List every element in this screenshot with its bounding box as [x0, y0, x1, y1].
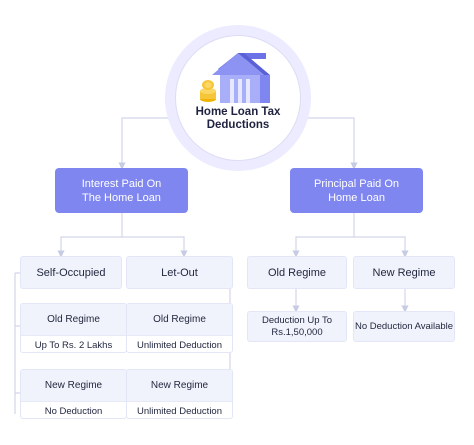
connector-principal-to-new	[354, 236, 409, 258]
regime-value: Up To Rs. 2 Lakhs	[34, 339, 113, 351]
regime-label: New Regime	[21, 370, 126, 402]
regime-label: Old Regime	[21, 304, 126, 336]
connector-root-to-principal	[301, 117, 358, 170]
let-out-node: Let-Out	[126, 256, 233, 289]
principal-old-deduction: Deduction Up To Rs.1,50,000	[247, 311, 347, 342]
self-occupied-node: Self-Occupied	[20, 256, 122, 289]
principal-new-deduction: No Deduction Available	[353, 311, 455, 342]
connector-principal-to-old	[292, 213, 355, 258]
let-out-old-regime: Old Regime Unlimited Deduction	[126, 303, 233, 353]
regime-value: No Deduction	[44, 405, 103, 417]
principal-new-regime-node: New Regime	[353, 256, 455, 289]
connector-interest-to-self-occupied	[57, 213, 123, 258]
principal-old-regime-node: Old Regime	[247, 256, 347, 289]
principal-node: Principal Paid On Home Loan	[290, 168, 423, 213]
self-occupied-new-regime: New Regime No Deduction	[20, 369, 127, 419]
regime-value: Unlimited Deduction	[136, 339, 222, 351]
interest-node: Interest Paid On The Home Loan	[55, 168, 188, 213]
regime-value: Unlimited Deduction	[136, 405, 222, 417]
regime-label: Old Regime	[127, 304, 232, 336]
connector-interest-to-let-out	[122, 236, 188, 258]
house-coin-icon	[200, 53, 270, 103]
self-occupied-old-regime: Old Regime Up To Rs. 2 Lakhs	[20, 303, 127, 353]
regime-label: New Regime	[127, 370, 232, 402]
connector-root-to-interest	[118, 117, 175, 170]
let-out-new-regime: New Regime Unlimited Deduction	[126, 369, 233, 419]
root-title: Home Loan Tax Deductions	[195, 106, 281, 131]
